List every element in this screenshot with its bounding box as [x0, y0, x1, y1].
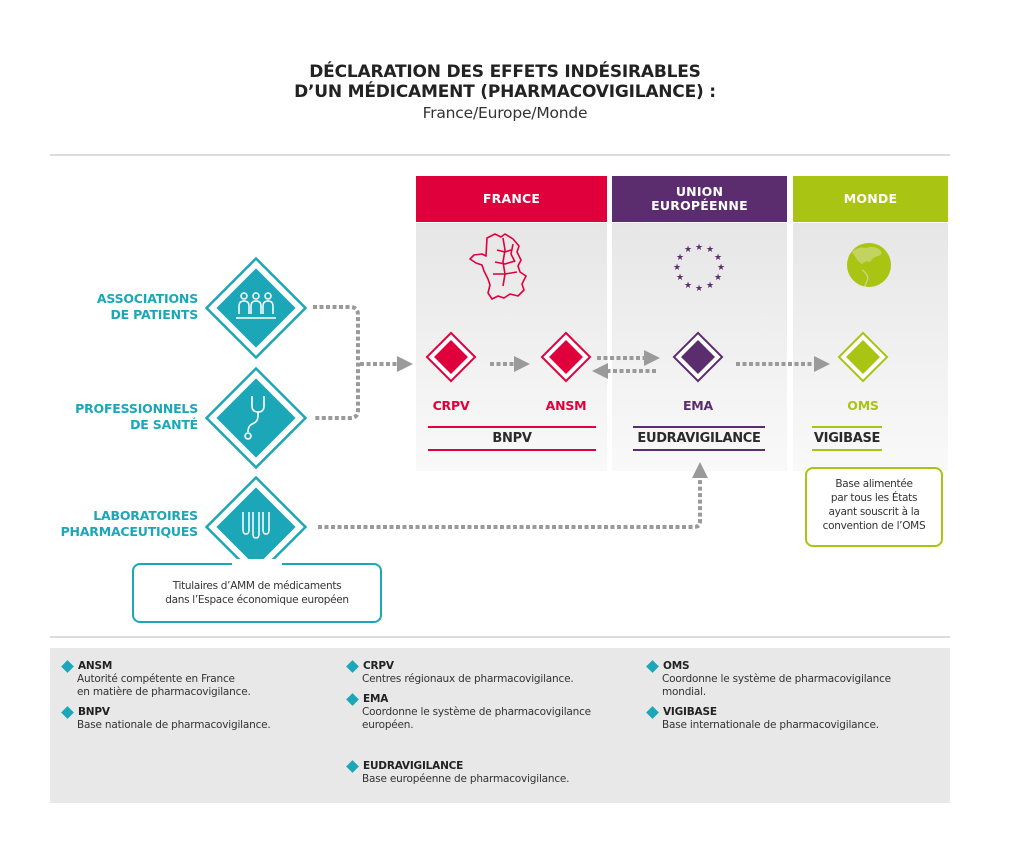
bnpv-line-bottom: [428, 449, 596, 451]
actor-label-line: LABORATOIRES: [93, 508, 198, 523]
legend-term: CRPV: [363, 660, 394, 672]
actor-label-patients: ASSOCIATIONS DE PATIENTS: [8, 291, 198, 323]
svg-text:★: ★: [706, 245, 714, 255]
note-laboratoires: Titulaires d’AMM de médicaments dans l’E…: [132, 563, 382, 623]
svg-text:★: ★: [714, 253, 722, 263]
region-label: UNION EUROPÉENNE: [651, 184, 748, 213]
diamond-bullet-icon: [646, 706, 659, 719]
node-oms: [837, 331, 889, 383]
actor-patients-diamond: [204, 256, 308, 360]
legend-term: ANSM: [78, 660, 113, 672]
legend-definition: Centres régionaux de pharmacovigilance.: [362, 673, 574, 685]
arrow-labos-to-eudravigilance: [318, 462, 708, 529]
svg-text:★: ★: [695, 243, 703, 253]
diamond-bullet-icon: [346, 693, 359, 706]
svg-text:★: ★: [695, 284, 703, 294]
actor-label-line: DE SANTÉ: [130, 417, 198, 432]
actor-label-laboratoires: LABORATOIRES PHARMACEUTIQUES: [8, 508, 199, 540]
diamond-bullet-icon: [61, 660, 74, 673]
db-label-vigibase: VIGIBASE: [813, 431, 881, 446]
note-gap: [232, 559, 282, 565]
legend-term: BNPV: [78, 706, 110, 718]
diamond-bullet-icon: [346, 760, 359, 773]
stethoscope-icon: [244, 396, 265, 440]
bottom-divider: [50, 636, 950, 638]
region-label: MONDE: [843, 191, 898, 206]
actor-label-line: DE PATIENTS: [110, 307, 199, 322]
title-line-1: DÉCLARATION DES EFFETS INDÉSIRABLES: [309, 62, 701, 82]
actor-label-professionnels: PROFESSIONNELS DE SANTÉ: [8, 401, 198, 433]
legend-term: VIGIBASE: [663, 706, 717, 718]
bnpv-line-top: [428, 426, 596, 428]
eudravigilance-line-top: [633, 426, 765, 428]
legend-item-ema: EMA Coordonne le système de pharmacovigi…: [346, 693, 591, 732]
legend-definition: Coordonne le système de pharmacovigilanc…: [362, 706, 591, 731]
node-label-oms: OMS: [847, 398, 879, 413]
ansm-diamond: [549, 340, 583, 374]
flow-arrows: [313, 305, 830, 529]
node-label-ema: EMA: [682, 398, 714, 413]
node-label-crpv: CRPV: [432, 398, 470, 413]
svg-text:★: ★: [684, 281, 692, 291]
node-crpv: [425, 331, 477, 383]
vigibase-line-bottom: [812, 449, 882, 451]
subtitle: France/Europe/Monde: [422, 104, 588, 122]
arrow-patients-to-merge: [313, 305, 360, 420]
region-label: FRANCE: [482, 191, 541, 206]
eu-stars-icon: ★★★ ★★★ ★★★ ★★★: [673, 243, 725, 294]
legend-item-oms: OMS Coordonne le système de pharmacovigi…: [646, 660, 891, 699]
node-label-ansm: ANSM: [545, 398, 587, 413]
diamond-bullet-icon: [646, 660, 659, 673]
legend-item-ansm: ANSM Autorité compétente en France en ma…: [61, 660, 251, 699]
region-header-france: FRANCE: [416, 176, 607, 222]
legend-item-bnpv: BNPV Base nationale de pharmacovigilance…: [61, 706, 271, 732]
svg-text:★: ★: [676, 253, 684, 263]
legend: ANSM Autorité compétente en France en ma…: [50, 648, 950, 803]
globe-icon: [847, 243, 891, 289]
oms-diamond: [846, 340, 880, 374]
region-header-europe: UNION EUROPÉENNE: [612, 176, 787, 222]
actor-laboratoires-diamond: [204, 475, 308, 579]
db-label-eudravigilance: EUDRAVIGILANCE: [637, 431, 761, 446]
legend-term: OMS: [663, 660, 690, 672]
diamond-bullet-icon: [61, 706, 74, 719]
note-vigibase: Base alimentée par tous les États ayant …: [805, 467, 943, 547]
legend-definition: Autorité compétente en France en matière…: [77, 673, 251, 698]
node-ansm: [540, 331, 592, 383]
node-ema: [672, 331, 724, 383]
legend-item-eudravigilance: EUDRAVIGILANCE Base européenne de pharma…: [346, 760, 570, 786]
actor-label-line: ASSOCIATIONS: [96, 291, 198, 306]
legend-definition: Coordonne le système de pharmacovigilanc…: [662, 673, 891, 698]
svg-text:★: ★: [717, 263, 725, 273]
svg-text:★: ★: [714, 273, 722, 283]
page-title: DÉCLARATION DES EFFETS INDÉSIRABLES D’UN…: [0, 62, 1010, 102]
legend-definition: Base nationale de pharmacovigilance.: [77, 719, 271, 731]
legend-term: EMA: [363, 693, 389, 705]
actor-professionnels-diamond: [204, 366, 308, 470]
svg-text:★: ★: [676, 273, 684, 283]
top-divider: [50, 154, 950, 156]
svg-text:★: ★: [684, 245, 692, 255]
svg-text:★: ★: [706, 281, 714, 291]
crpv-diamond: [434, 340, 468, 374]
ema-diamond: [681, 340, 715, 374]
people-group-icon: [236, 292, 276, 319]
test-tubes-icon: [242, 512, 270, 539]
region-header-monde: MONDE: [793, 176, 948, 222]
legend-term: EUDRAVIGILANCE: [363, 760, 464, 772]
svg-text:★: ★: [673, 263, 681, 273]
eudravigilance-line-bottom: [633, 449, 765, 451]
db-label-bnpv: BNPV: [492, 431, 532, 446]
diamond-bullet-icon: [346, 660, 359, 673]
title-line-2: D’UN MÉDICAMENT (PHARMACOVIGILANCE) :: [294, 82, 716, 102]
france-map-icon: [469, 233, 527, 300]
legend-definition: Base européenne de pharmacovigilance.: [362, 773, 570, 785]
legend-definition: Base internationale de pharmacovigilance…: [662, 719, 879, 731]
actor-label-line: PHARMACEUTIQUES: [60, 524, 199, 539]
actor-label-line: PROFESSIONNELS: [75, 401, 198, 416]
vigibase-line-top: [812, 426, 882, 428]
legend-item-crpv: CRPV Centres régionaux de pharmacovigila…: [346, 660, 574, 686]
legend-item-vigibase: VIGIBASE Base internationale de pharmaco…: [646, 706, 879, 732]
